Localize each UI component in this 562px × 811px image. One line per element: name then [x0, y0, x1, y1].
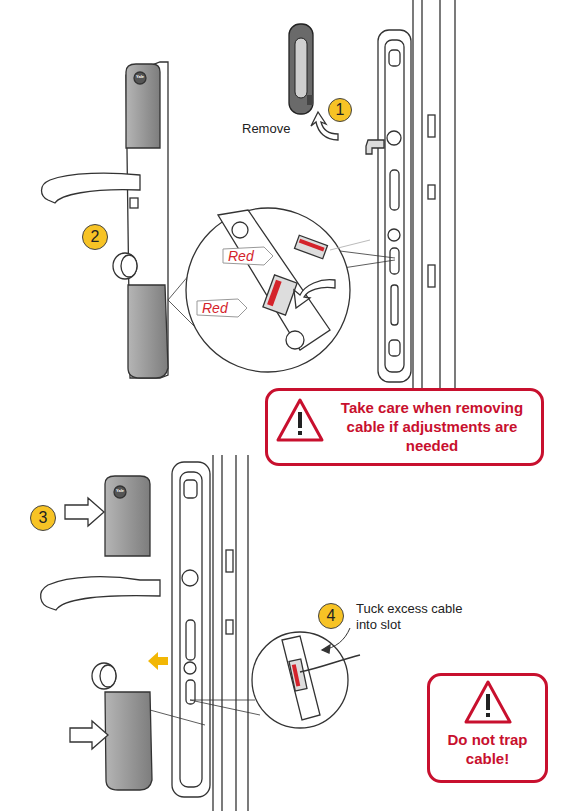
brand-logo: Yale: [110, 489, 130, 494]
warning-text: Do not trap cable!: [438, 730, 537, 768]
door-edge-bottom: [172, 455, 248, 811]
removed-cover: [289, 24, 313, 114]
instruction-label: Tuck excess cable into slot: [356, 601, 481, 632]
warning-box: Do not trap cable!: [427, 673, 548, 783]
zoom-detail-top: [168, 208, 395, 372]
warning-box: Take care when removing cable if adjustm…: [265, 388, 544, 466]
callout-number: 2: [82, 224, 108, 250]
handle-bottom: [41, 476, 260, 790]
warning-text: Take care when removing cable if adjustm…: [332, 398, 532, 455]
callout-text: 4: [327, 607, 336, 625]
tag-text: Red: [228, 248, 254, 264]
handle-top: [42, 62, 169, 378]
callout-text: 3: [39, 509, 48, 527]
zoom-detail-bottom: [252, 628, 360, 728]
door-edge-top: [366, 0, 455, 390]
brand-logo: Yale: [130, 75, 150, 80]
callout-number: 4: [318, 603, 344, 629]
wire-tag: Red: [222, 246, 274, 266]
callout-number: 3: [30, 505, 56, 531]
callout-text: 1: [336, 101, 345, 119]
callout-text: 2: [91, 228, 100, 246]
instruction-label: Remove: [242, 121, 312, 137]
tag-text: Red: [202, 300, 228, 316]
callout-number: 1: [328, 98, 352, 122]
wire-tag: Red: [196, 298, 248, 318]
